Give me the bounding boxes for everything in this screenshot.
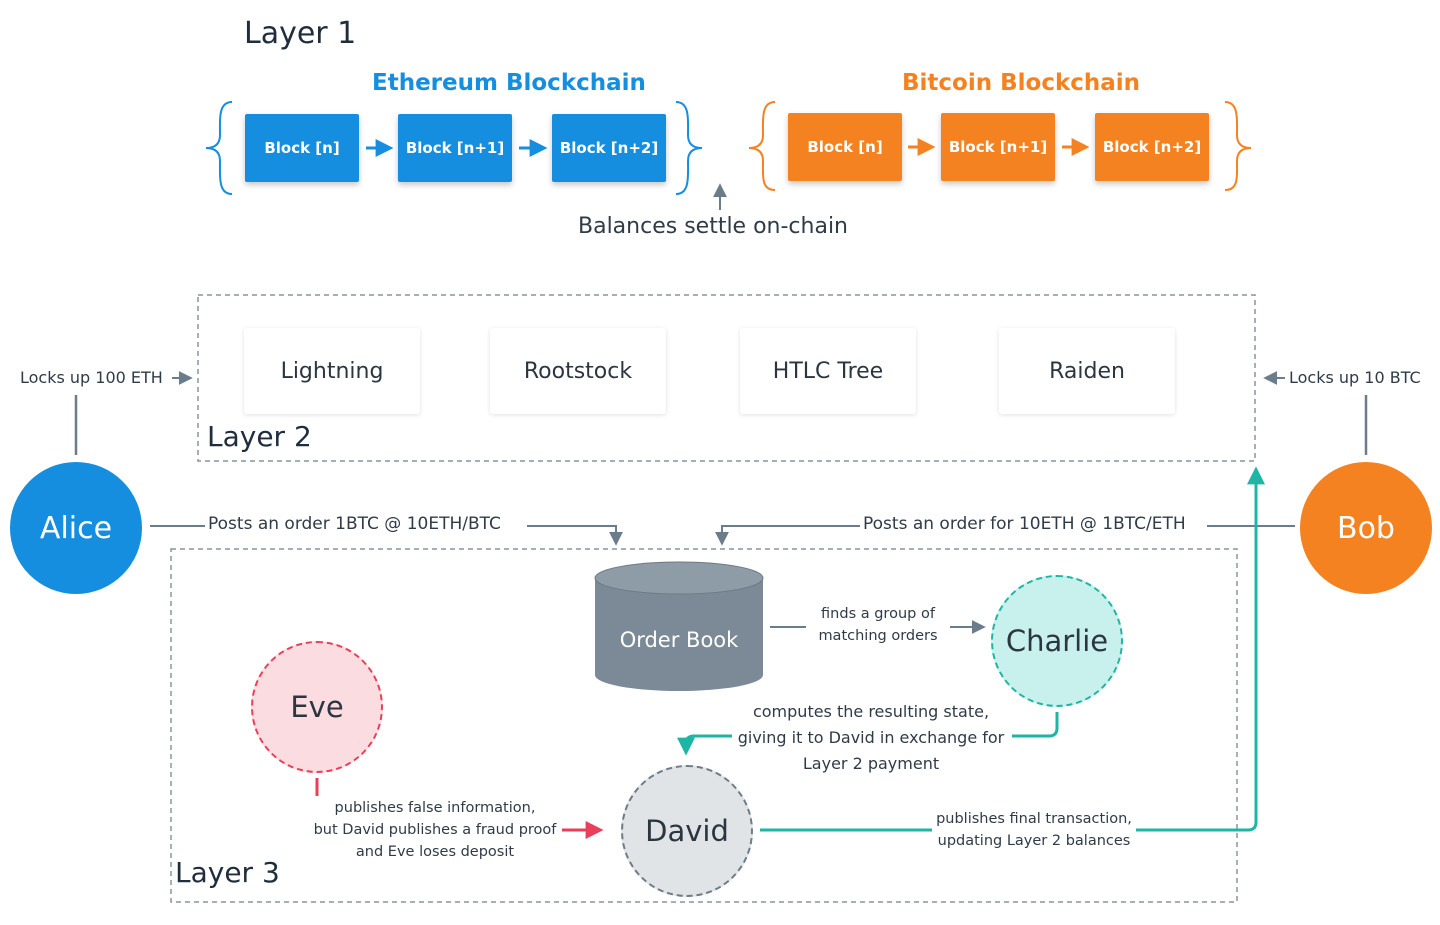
charlie-david-caption: computes the resulting state, giving it …	[728, 699, 1014, 777]
order-book-shape	[594, 561, 764, 691]
charlie-david-caption-line1: computes the resulting state,	[752, 702, 990, 721]
eve-david-caption-line1: publishes false information,	[334, 800, 536, 816]
order-book-label: Order Book	[619, 628, 739, 652]
ob-charlie-caption-line1: finds a group of	[821, 606, 935, 622]
eth-left-brace	[205, 101, 233, 195]
btc-left-brace	[748, 101, 776, 191]
alice-order-label: Posts an order 1BTC @ 10ETH/BTC	[208, 514, 501, 534]
eve-david-caption-line2: but David publishes a fraud proof	[313, 822, 557, 838]
david-node: David	[621, 765, 753, 897]
alice-lock-label: Locks up 100 ETH	[20, 368, 163, 387]
david-layer2-caption-line2: updating Layer 2 balances	[937, 833, 1131, 849]
layer3-box	[170, 548, 1238, 903]
bob-node: Bob	[1300, 462, 1432, 594]
eth-block-n1: Block [n+1]	[398, 114, 512, 182]
bob-order-label: Posts an order for 10ETH @ 1BTC/ETH	[863, 514, 1186, 534]
david-layer2-caption-line1: publishes final transaction,	[936, 811, 1132, 827]
bob-order-connector-b	[715, 525, 860, 546]
charlie-david-caption-line3: Layer 2 payment	[802, 754, 940, 773]
layer2-item-lightning: Lightning	[244, 328, 420, 414]
eth-block-n2: Block [n+2]	[552, 114, 666, 182]
eve-david-caption-line3: and Eve loses deposit	[355, 844, 515, 860]
alice-order-connector-b	[527, 525, 623, 546]
eve-david-caption: publishes false information, but David p…	[306, 797, 564, 863]
layer2-title: Layer 2	[207, 420, 312, 453]
layer2-item-htlc-tree: HTLC Tree	[740, 328, 916, 414]
bitcoin-title: Bitcoin Blockchain	[902, 70, 1141, 96]
eth-right-brace	[675, 101, 703, 195]
charlie-david-caption-line2: giving it to David in exchange for	[737, 728, 1005, 747]
charlie-david-connector-a	[1012, 712, 1059, 738]
ob-charlie-caption-line2: matching orders	[818, 628, 938, 644]
charlie-node: Charlie	[991, 575, 1123, 707]
alice-node: Alice	[10, 462, 142, 594]
layer1-title: Layer 1	[244, 16, 357, 51]
btc-block-n1: Block [n+1]	[941, 113, 1055, 181]
charlie-david-connector-b	[677, 734, 732, 756]
david-name: David	[645, 814, 729, 848]
eth-block-n: Block [n]	[245, 114, 359, 182]
layer2-box	[197, 294, 1256, 462]
layer2-item-raiden: Raiden	[999, 328, 1175, 414]
settle-label: Balances settle on-chain	[578, 214, 849, 239]
btc-right-brace	[1224, 101, 1252, 191]
ob-charlie-caption: finds a group of matching orders	[805, 603, 951, 647]
eve-name: Eve	[290, 690, 344, 724]
eve-node: Eve	[251, 641, 383, 773]
layer2-item-rootstock: Rootstock	[490, 328, 666, 414]
btc-block-n: Block [n]	[788, 113, 902, 181]
charlie-name: Charlie	[1005, 624, 1109, 658]
bob-lock-label: Locks up 10 BTC	[1289, 368, 1421, 387]
alice-name: Alice	[39, 510, 113, 546]
layer3-title: Layer 3	[175, 856, 280, 889]
david-layer2-caption: publishes final transaction, updating La…	[930, 808, 1138, 852]
david-layer2-line-b	[1136, 466, 1265, 832]
bob-name: Bob	[1337, 510, 1395, 546]
ethereum-title: Ethereum Blockchain	[372, 70, 646, 96]
btc-block-n2: Block [n+2]	[1095, 113, 1209, 181]
